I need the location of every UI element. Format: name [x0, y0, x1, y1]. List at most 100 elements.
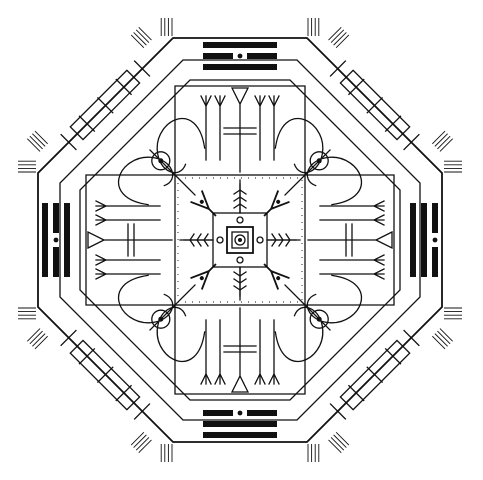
arrow-cluster: [200, 307, 280, 393]
arrow-head: [214, 95, 226, 108]
trigram-bar: [203, 432, 277, 438]
trigram-bar: [247, 410, 277, 416]
diagonal-rune: [263, 190, 290, 217]
rune-chevron: [271, 233, 277, 247]
trigram-dot: [237, 53, 243, 59]
rune-dot: [276, 199, 281, 204]
tick-group: [160, 18, 320, 36]
tick: [437, 330, 451, 345]
spiral-group: [117, 117, 206, 206]
tick-group: [444, 160, 462, 320]
edge-bar: [384, 115, 402, 133]
octagon-frame-icon: [37, 37, 443, 443]
tick: [130, 34, 145, 48]
tick: [330, 29, 345, 43]
tick: [133, 32, 147, 46]
spiral-curve: [274, 306, 324, 363]
tick: [133, 434, 147, 448]
arrow-cluster: [307, 200, 393, 280]
spiral-dot: [158, 316, 164, 322]
spiral-eye: [309, 309, 329, 329]
rune-chevron: [278, 233, 284, 247]
tick: [439, 138, 454, 152]
rune-chevron: [203, 233, 209, 247]
edge-bar: [403, 329, 420, 347]
edge-bar: [78, 115, 96, 133]
trigram-dot: [53, 237, 59, 243]
edge-box: [69, 339, 141, 411]
arrow-head: [268, 372, 280, 385]
spiral-dot: [158, 158, 164, 164]
trigram-bar: [410, 203, 416, 277]
spiral-group: [117, 274, 206, 363]
rune-chevron: [196, 233, 202, 247]
outer-tick-marks: [18, 18, 462, 462]
tick: [135, 29, 150, 43]
arrow-head: [254, 372, 266, 385]
tick: [135, 437, 150, 451]
edge-bar: [115, 384, 133, 402]
tick: [328, 26, 342, 41]
tick-group: [26, 328, 152, 454]
edge-bar: [60, 329, 77, 347]
trigram-icon: [42, 42, 438, 438]
spiral-curve: [274, 117, 324, 174]
tick: [130, 432, 145, 446]
trigram-bar: [432, 203, 438, 233]
rune-stave: [233, 256, 247, 297]
rune-chevron: [233, 271, 247, 277]
spiral-dot: [316, 316, 322, 322]
edge-bar-group: [60, 329, 151, 420]
edge-bar: [347, 384, 365, 402]
arrow-head: [372, 268, 385, 280]
spiral-curve: [156, 117, 206, 174]
trigram-trigram_bottom: [203, 410, 277, 438]
spiral-curve: [306, 274, 363, 324]
tick: [335, 34, 350, 48]
tick: [335, 432, 350, 446]
rune-chevron: [233, 189, 247, 195]
arrow-triangle: [374, 230, 393, 250]
trigram-bar: [53, 203, 59, 233]
rune-ring: [236, 216, 244, 224]
trigram-bar: [203, 53, 233, 59]
edge-bar: [115, 78, 133, 96]
arrow-cluster: [200, 87, 280, 173]
edge-bar: [384, 347, 402, 365]
spiral-dot: [316, 158, 322, 164]
arrow-head: [95, 254, 108, 266]
edge-box: [339, 69, 411, 141]
rune-dot: [199, 276, 204, 281]
spiral-curve: [306, 156, 363, 206]
rune-chevron: [285, 233, 291, 247]
tick: [333, 434, 347, 448]
trigram-trigram_right: [410, 203, 438, 277]
octagon-edge-bars: [60, 60, 420, 420]
edge-bar-group: [60, 60, 151, 151]
rune-ring: [216, 236, 224, 244]
trigram-bar: [203, 64, 277, 70]
tick: [32, 333, 46, 347]
arrow-triangle: [87, 230, 106, 250]
tick: [439, 328, 454, 342]
arrow-head: [200, 372, 212, 385]
trigram-trigram_top: [203, 42, 277, 70]
edge-bar: [366, 366, 384, 384]
rune-stave: [233, 183, 247, 224]
trigram-bar: [203, 42, 277, 48]
edge-bar: [96, 366, 114, 384]
tick: [434, 133, 448, 147]
edge-bar: [133, 403, 151, 420]
rune-stave-icon: [183, 183, 297, 297]
edge-bar: [403, 133, 420, 151]
tick-group: [160, 444, 320, 462]
trigram-bar: [421, 203, 427, 277]
trigram-bar: [247, 53, 277, 59]
trigram-trigram_left: [42, 203, 70, 277]
rune-ring: [256, 236, 264, 244]
tick-group: [328, 26, 454, 152]
arrow-head: [200, 95, 212, 108]
edge-box: [69, 69, 141, 141]
